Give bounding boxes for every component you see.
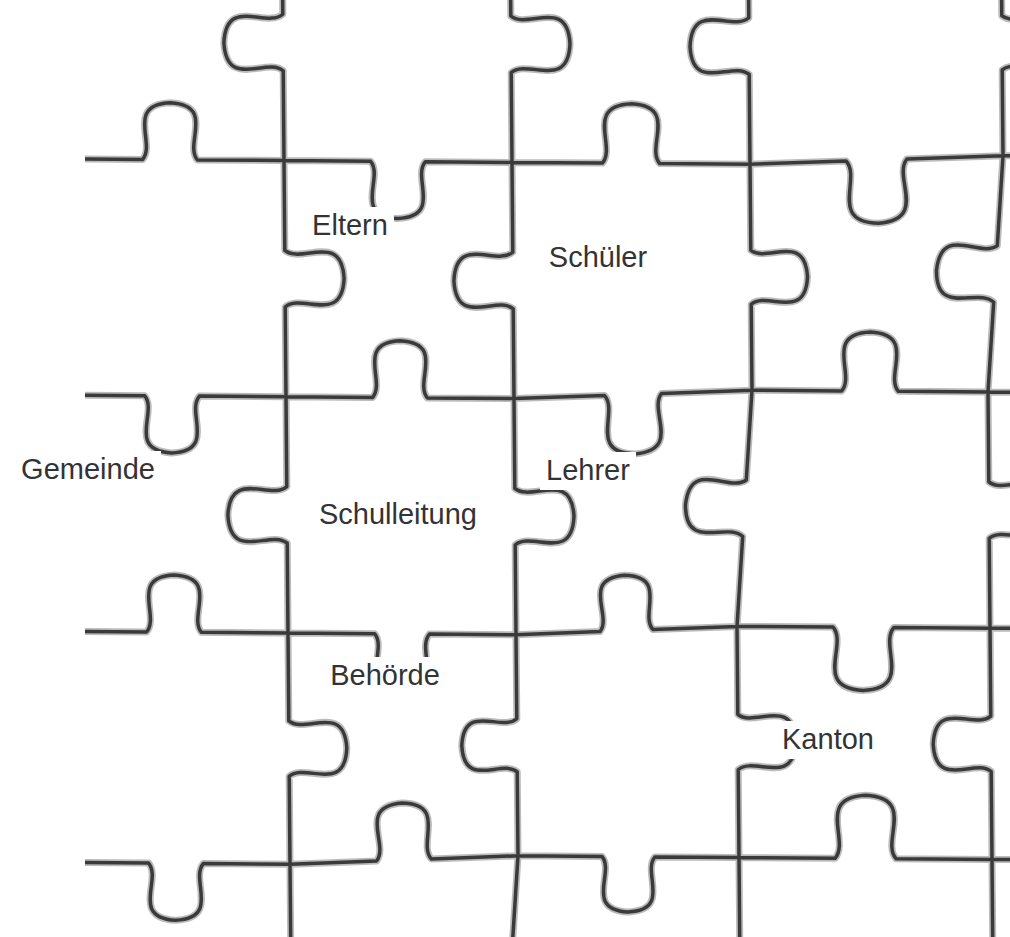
puzzle-piece: Behörde xyxy=(324,657,446,694)
piece-label: Behörde xyxy=(324,657,446,694)
puzzle-piece: Schulleitung xyxy=(313,496,483,533)
piece-label: Kanton xyxy=(776,721,880,758)
puzzle-piece: Schüler xyxy=(543,239,653,276)
piece-label: Eltern xyxy=(306,207,394,244)
piece-label: Schulleitung xyxy=(313,496,483,533)
jigsaw-outline xyxy=(85,0,1010,937)
puzzle-piece: Kanton xyxy=(776,721,880,758)
jigsaw-outline xyxy=(85,0,1010,937)
puzzle-piece: Gemeinde xyxy=(15,451,161,488)
piece-label: Lehrer xyxy=(540,452,636,489)
puzzle-piece: Lehrer xyxy=(540,452,636,489)
piece-label: Schüler xyxy=(543,239,653,276)
piece-label: Gemeinde xyxy=(15,451,161,488)
puzzle-piece: Eltern xyxy=(306,207,394,244)
